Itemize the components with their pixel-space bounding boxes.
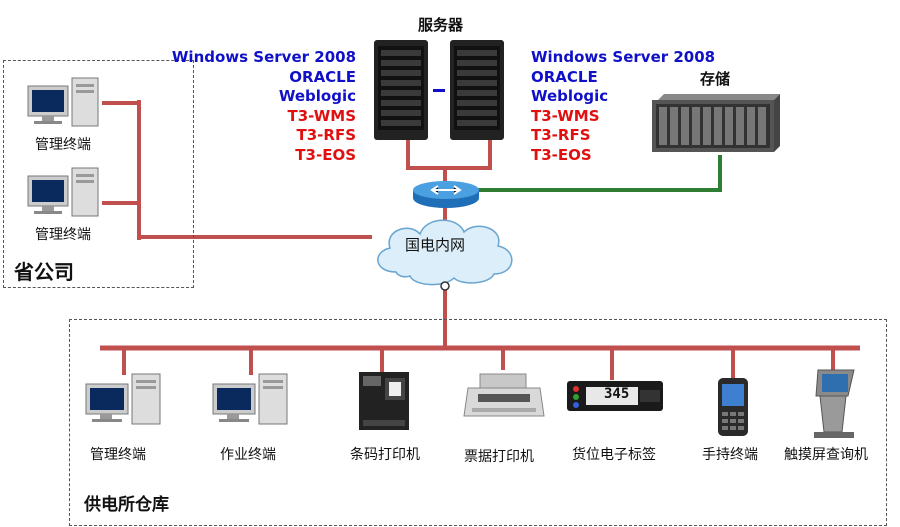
warehouse-title: 供电所仓库 — [84, 495, 169, 515]
device-label-handheld: 手持终端 — [702, 447, 758, 463]
device-label-receipt-printer: 票据打印机 — [464, 449, 534, 465]
router-icon — [413, 181, 479, 208]
device-label-shelf-tag: 货位电子标签 — [572, 447, 656, 463]
desktop-computer-icon — [212, 373, 288, 425]
storage-label: 存储 — [700, 70, 731, 88]
right-stack-db: ORACLE — [531, 67, 598, 86]
connector-icon — [440, 281, 450, 291]
right-stack-os: Windows Server 2008 — [531, 48, 716, 66]
desktop-computer-icon — [85, 373, 161, 425]
device-label-mgmt-terminal: 管理终端 — [90, 447, 146, 463]
right-app-wms: T3-WMS — [531, 106, 600, 125]
servers-to-router-link — [406, 135, 492, 170]
left-stack-middleware: Weblogic — [278, 87, 356, 105]
receipt-printer-icon — [463, 373, 545, 417]
right-app-rfs: T3-RFS — [531, 126, 591, 144]
right-stack-middleware: Weblogic — [531, 87, 609, 105]
server-link-line — [433, 89, 445, 92]
device-label-barcode-printer: 条码打印机 — [350, 447, 420, 463]
left-app-rfs: T3-RFS — [296, 126, 357, 144]
shelf-tag-display: 345 — [604, 386, 630, 402]
network-label: 国电内网 — [405, 236, 466, 254]
warehouse-region — [69, 319, 887, 526]
device-label-op-terminal: 作业终端 — [220, 447, 276, 463]
province-region — [3, 60, 194, 288]
desktop-computer-icon — [27, 167, 99, 217]
storage-array-icon — [652, 94, 780, 152]
handheld-terminal-icon — [718, 378, 748, 436]
right-server-labels: Windows Server 2008 ORACLE Weblogic T3-W… — [531, 48, 715, 165]
right-app-eos: T3-EOS — [531, 145, 592, 164]
network-cloud-icon — [377, 219, 513, 286]
province-title: 省公司 — [14, 260, 74, 284]
device-label-kiosk: 触摸屏查询机 — [784, 447, 868, 463]
storage-link-line — [478, 155, 722, 192]
left-app-wms: T3-WMS — [287, 106, 357, 125]
barcode-printer-icon — [359, 372, 409, 430]
electronic-shelf-tag-icon — [567, 381, 663, 411]
touchscreen-kiosk-icon — [814, 369, 855, 438]
province-terminal-1-label: 管理终端 — [35, 137, 91, 153]
server-rack-icon — [374, 40, 504, 140]
left-stack-db: ORACLE — [289, 67, 356, 86]
left-app-eos: T3-EOS — [295, 145, 356, 164]
desktop-computer-icon — [27, 77, 99, 127]
left-stack-os: Windows Server 2008 — [171, 48, 356, 66]
servers-title: 服务器 — [418, 16, 464, 34]
province-terminal-2-label: 管理终端 — [35, 227, 91, 243]
left-server-labels: Windows Server 2008 ORACLE Weblogic T3-W… — [160, 48, 356, 165]
